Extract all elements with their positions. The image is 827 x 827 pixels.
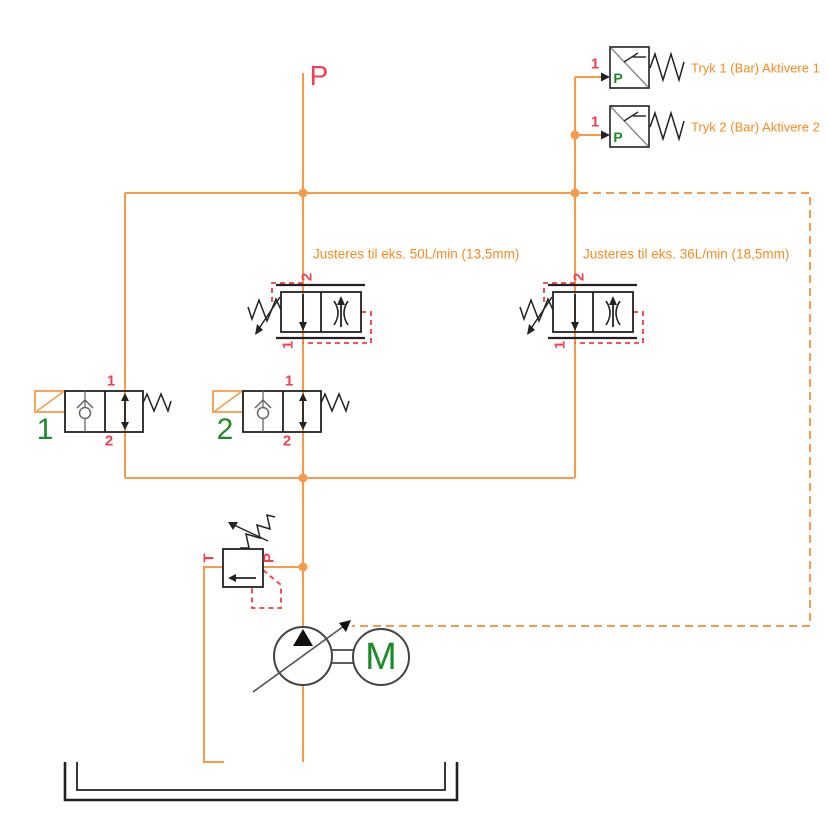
flow-arrowhead-icon <box>571 322 579 331</box>
fcv2-port-bottom-label: 1 <box>551 340 569 350</box>
pressure-switch-1[interactable] <box>601 46 685 89</box>
switch2-gauge-p-label: P <box>613 129 623 145</box>
relief-port-t-label: T <box>200 553 218 563</box>
adjust-arrow <box>257 296 281 331</box>
adjust-arrow <box>233 524 269 542</box>
flow-arrowhead-icon <box>609 296 617 305</box>
flow-arrowhead-icon <box>299 422 307 430</box>
valve-body <box>64 390 144 433</box>
junction-dot <box>570 188 580 198</box>
switch2-description: Tryk 2 (Bar) Aktivere 2 <box>691 119 820 135</box>
valve1-port-bottom-label: 2 <box>104 432 114 450</box>
contact-lever-icon <box>623 52 639 63</box>
throttle-arc-icon <box>605 300 611 326</box>
flow-control-valve-1[interactable] <box>247 282 372 344</box>
flow-arrowhead-icon <box>299 393 307 401</box>
junction-dot <box>298 473 308 483</box>
tank <box>63 762 459 802</box>
motor[interactable] <box>332 628 410 686</box>
switch-diagonal <box>610 47 649 88</box>
throttle-arc-icon <box>333 300 339 326</box>
junction-dot <box>298 562 308 572</box>
spring-icon <box>649 110 685 142</box>
flow-control-valve-2[interactable] <box>519 282 644 344</box>
variable-arrow <box>252 625 345 693</box>
switch2-port-label: 1 <box>590 113 600 131</box>
spring-icon <box>240 513 276 549</box>
solenoid-diagonal <box>214 391 242 412</box>
pilot-line <box>543 282 575 306</box>
switch1-description: Tryk 1 (Bar) Aktivere 1 <box>691 60 820 76</box>
check-ball-icon <box>256 406 270 420</box>
valve1-id-label: 1 <box>36 413 54 446</box>
port-arrow-icon <box>601 72 610 82</box>
pilot-line <box>271 282 303 306</box>
flow-arrowhead-icon <box>337 296 345 305</box>
relief-valve[interactable] <box>222 513 282 609</box>
adjust-arrowhead-icon <box>527 324 535 335</box>
fcv1-port-bottom-label: 1 <box>279 340 297 350</box>
junction-dots <box>298 130 580 572</box>
relief-port-p-label: P <box>260 552 278 564</box>
variable-arrowhead-icon <box>339 620 351 632</box>
throttle-arc-icon <box>615 300 621 326</box>
valve2-id-label: 2 <box>216 413 234 446</box>
valve1-port-top-label: 1 <box>106 372 116 390</box>
adjust-arrow <box>529 296 553 331</box>
junction-dot <box>570 130 580 140</box>
pump-direction-icon <box>293 629 313 646</box>
flow-arrowhead-icon <box>121 422 129 430</box>
solenoid-valve-1[interactable] <box>34 390 172 433</box>
check-ball-icon <box>78 406 92 420</box>
solenoid-valve-2[interactable] <box>212 390 350 433</box>
spring-icon <box>320 392 350 414</box>
flow-arrowhead-icon <box>228 574 236 582</box>
pressure-port-label: P <box>309 60 329 91</box>
port-arrow-icon <box>601 130 610 140</box>
motor-label: M <box>365 636 397 678</box>
solenoid-diagonal <box>36 391 64 412</box>
valve-body <box>222 548 264 588</box>
switch1-gauge-p-label: P <box>613 70 623 86</box>
tank-outer-wall <box>63 762 459 802</box>
pilot-line <box>251 569 282 609</box>
valve2-port-top-label: 1 <box>284 372 294 390</box>
valve-body <box>242 390 322 433</box>
switch-diagonal <box>610 106 649 147</box>
valve2-port-bottom-label: 2 <box>282 432 292 450</box>
flow-control-1-note: Justeres til eks. 50L/min (13,5mm) <box>313 246 520 262</box>
check-seat-icon <box>254 398 272 409</box>
spring-icon <box>649 51 685 83</box>
throttle-arc-icon <box>343 300 349 326</box>
switch1-port-label: 1 <box>590 55 600 73</box>
pilot-line <box>575 311 644 344</box>
flow-control-2-note: Justeres til eks. 36L/min (18,5mm) <box>583 246 790 262</box>
check-seat-icon <box>76 398 94 409</box>
junction-dot <box>298 188 308 198</box>
fcv2-port-top-label: 2 <box>570 272 588 282</box>
pilot-line-dashed <box>352 192 811 627</box>
line-tank-return <box>203 566 224 763</box>
flow-arrowhead-icon <box>299 322 307 331</box>
flow-arrowhead-icon <box>121 393 129 401</box>
fcv1-port-top-label: 2 <box>298 272 316 282</box>
adjust-arrowhead-icon <box>255 324 263 335</box>
spring-icon <box>142 392 172 414</box>
pump[interactable] <box>252 620 351 693</box>
contact-lever-icon <box>623 111 639 122</box>
pilot-line <box>303 311 372 344</box>
adjust-arrowhead-icon <box>228 522 238 530</box>
motor-circle <box>352 628 410 686</box>
tank-inner-wall <box>76 762 446 791</box>
pressure-switch-2[interactable] <box>601 105 685 148</box>
